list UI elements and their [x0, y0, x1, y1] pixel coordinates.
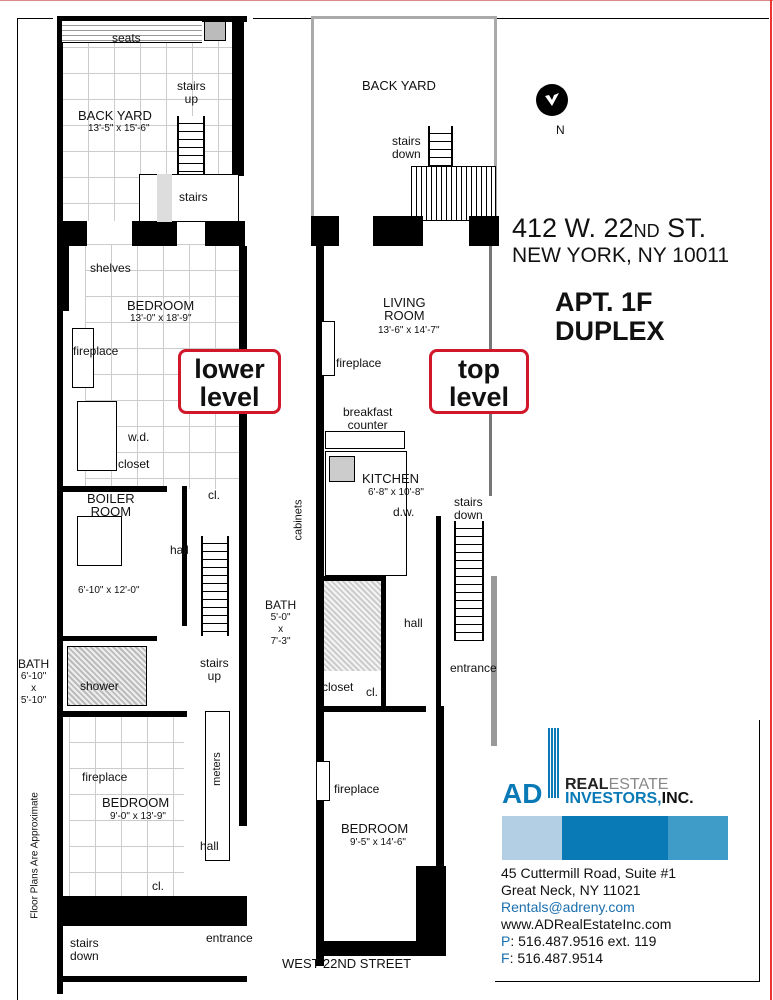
top-bedroom-dimensions: 9'-5" x 14'-6"	[350, 837, 406, 848]
top-red-border	[0, 0, 773, 1]
top-bedroom-label: BEDROOM	[341, 821, 409, 836]
logo-skyscraper-icon	[548, 728, 560, 798]
logo-bar-light	[502, 816, 562, 860]
top-closet-label: closet	[322, 680, 354, 694]
shelves-label: shelves	[90, 261, 131, 275]
phone: P: 516.487.9516 ext. 119	[501, 933, 657, 949]
bedroom2-floor	[69, 716, 184, 896]
fireplace-label: fireplace	[73, 344, 119, 358]
website-link[interactable]: www.ADRealEstateInc.com	[501, 916, 672, 932]
cabinets-label: cabinets	[292, 499, 305, 541]
frame-left	[17, 18, 18, 1000]
apartment-type: DUPLEX	[555, 316, 665, 346]
north-label: N	[556, 123, 565, 137]
frame-top-left	[17, 18, 53, 19]
apartment-number: APT. 1F	[555, 287, 653, 317]
hall2-label: hall	[200, 839, 219, 853]
top-back-yard-label: BACK YARD	[362, 78, 436, 93]
lower-level-plan	[57, 16, 247, 994]
fax: F: 516.487.9514	[501, 950, 603, 966]
bedroom2-dimensions: 9'-0" x 13'-9"	[110, 811, 166, 822]
fireplace2-label: fireplace	[82, 770, 128, 784]
address-street: 412 W. 22ND ST.	[512, 213, 707, 243]
north-arrow-icon	[536, 84, 568, 116]
top-fireplace-label: fireplace	[336, 356, 382, 370]
top-fireplace2-label: fireplace	[334, 782, 380, 796]
back-yard-dimensions: 13'-5" x 15'-6"	[88, 123, 150, 134]
logo-real-estate: REALESTATE	[565, 776, 669, 793]
stairs-up-backyard	[177, 116, 205, 178]
logo-bar-mid	[668, 816, 728, 860]
stairs-down-hall	[454, 521, 484, 641]
kitchen-dimensions: 6'-8" x 10'-8"	[368, 487, 424, 498]
logo-investors: INVESTORS,INC.	[565, 790, 694, 807]
contact-box	[495, 720, 760, 982]
top-entrance-label: entrance	[450, 661, 497, 675]
living-room-dimensions: 13'-6" x 14'-7"	[378, 325, 440, 336]
wd-label: w.d.	[128, 430, 150, 444]
closet-label: closet	[118, 457, 150, 471]
cl2-label: cl.	[152, 879, 164, 893]
right-red-border	[770, 0, 772, 1000]
entrance-label: entrance	[206, 931, 253, 945]
street-label: WEST 22ND STREET	[282, 956, 412, 971]
hall-label: hall	[170, 543, 189, 557]
closet-cl-label: cl.	[208, 488, 220, 502]
bedroom2-label: BEDROOM	[102, 795, 170, 810]
contact-info: 45 Cuttermill Road, Suite #1 Great Neck,…	[501, 865, 676, 967]
stairs-label: stairs	[179, 190, 208, 204]
disclaimer-text: Floor Plans Are Approximate	[29, 792, 41, 919]
back-yard-label: BACK YARD	[78, 108, 152, 123]
logo-ad: AD	[502, 778, 543, 809]
top-cl-label: cl.	[366, 685, 378, 699]
bedroom-label: BEDROOM	[127, 298, 195, 313]
office-address-line1: 45 Cuttermill Road, Suite #1	[501, 865, 677, 881]
logo-bar-dark	[562, 816, 668, 860]
logo: AD REALESTATE INVESTORS,INC.	[500, 728, 732, 860]
top-back-yard	[311, 16, 497, 221]
top-hall-label: hall	[404, 616, 423, 630]
email-link[interactable]: Rentals@adreny.com	[501, 899, 635, 915]
boiler-dimensions: 6'-10" x 12'-0"	[78, 585, 140, 596]
office-address-line2: Great Neck, NY 11021	[501, 882, 641, 898]
dw-label: d.w.	[393, 505, 415, 519]
bedroom-dimensions: 13'-0" x 18'-9"	[130, 313, 192, 324]
stairs-platform	[411, 166, 496, 221]
shower-label: shower	[80, 679, 119, 693]
kitchen-label: KITCHEN	[362, 471, 420, 486]
top-level-plan	[311, 16, 501, 966]
stairs-up-hall	[201, 536, 229, 636]
address-city: NEW YORK, NY 10011	[512, 244, 730, 267]
frame-top-right	[253, 18, 769, 19]
seats-label: seats	[112, 31, 141, 45]
meters-label: meters	[210, 752, 223, 786]
